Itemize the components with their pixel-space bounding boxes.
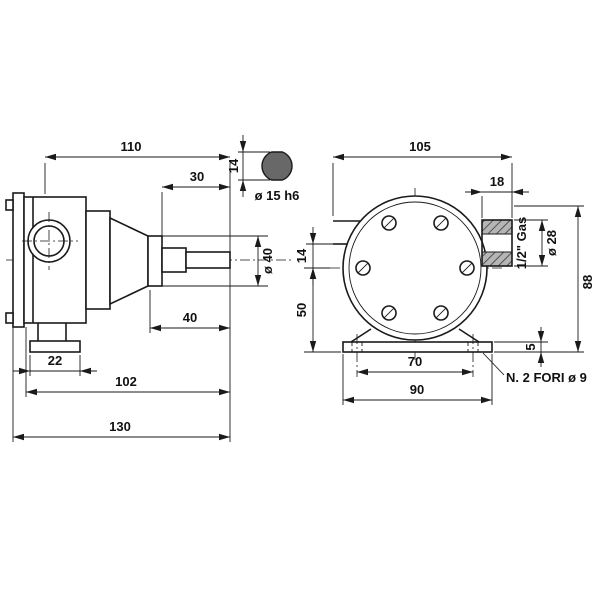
cover-screws	[355, 215, 475, 321]
dim-5-label: 5	[523, 343, 538, 350]
flange-bolt-top	[5, 199, 14, 211]
pump-cover-outer	[342, 195, 488, 341]
front-view-dimensions: 105 18 1/2" Gas ø 28 88 14 50 5 70 90	[294, 139, 595, 405]
screw-head	[433, 305, 449, 321]
dim-102-label: 102	[115, 374, 137, 389]
foot-base	[29, 340, 81, 353]
port-thread-top	[481, 219, 513, 235]
port-thread-bottom	[481, 251, 513, 267]
dim-90-label: 90	[410, 382, 424, 397]
port-outline	[481, 219, 513, 267]
dim-22-label: 22	[48, 353, 62, 368]
port-thread-label: 1/2" Gas	[514, 217, 529, 269]
screw-head	[355, 260, 371, 276]
bearing-housing	[85, 210, 111, 310]
flange-bolt-bottom	[5, 312, 14, 324]
shaft-diameter-label: ø 15 h6	[255, 188, 300, 203]
screw-head	[381, 305, 397, 321]
dim-88-label: 88	[580, 275, 595, 289]
support-bracket	[109, 216, 149, 306]
holes-note-label: N. 2 FORI ø 9	[506, 370, 587, 385]
pump-cover-rim	[348, 201, 482, 335]
side-view	[5, 151, 293, 353]
base-plate	[342, 341, 493, 353]
dim-105-label: 105	[409, 139, 431, 154]
dim-70-label: 70	[408, 354, 422, 369]
dim-14-label: 14	[294, 248, 309, 263]
dim-40dia-label: ø 40	[260, 248, 275, 274]
shaft-section-small	[185, 251, 231, 269]
dim-110-label: 110	[121, 139, 142, 154]
screw-head	[433, 215, 449, 231]
dim-14-shaft-label: 14	[226, 158, 241, 173]
dim-130-label: 130	[109, 419, 131, 434]
note-leader-line	[482, 352, 505, 376]
foot-web-left	[350, 328, 372, 343]
shaft-cross-section	[261, 151, 293, 181]
dim-18-label: 18	[490, 174, 504, 189]
front-view	[330, 188, 513, 377]
discharge-port	[481, 219, 513, 267]
screw-head	[459, 260, 475, 276]
dim-40-label: 40	[183, 310, 197, 325]
shaft-section-large	[161, 247, 187, 273]
dim-50-label: 50	[294, 303, 309, 317]
shaft-hub	[147, 235, 163, 287]
side-view-dimensions: 110 30 14 ø 15 h6 ø 40 40 22 102 130	[12, 135, 300, 442]
mounting-flange	[12, 192, 25, 328]
dim-28dia-label: ø 28	[544, 230, 559, 256]
screw-head	[381, 215, 397, 231]
dim-30-label: 30	[190, 169, 204, 184]
foot-web-right	[458, 328, 480, 343]
